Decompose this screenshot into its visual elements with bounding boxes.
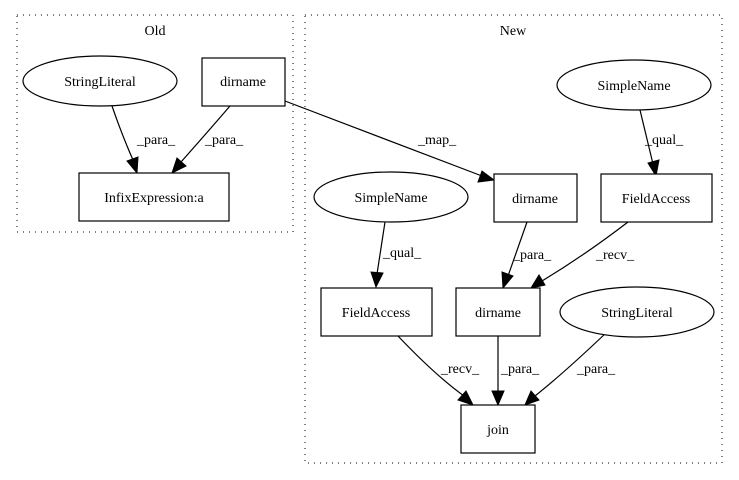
edge-label-old-sl-para: _para_ xyxy=(136,133,176,148)
box-shape xyxy=(460,404,536,454)
node-new-dirname-mid: dirname xyxy=(455,287,541,337)
edge-label-old-dirname-para: _para_ xyxy=(204,133,244,148)
node-label: dirname xyxy=(512,192,558,207)
box-shape xyxy=(600,173,713,223)
ellipse-shape xyxy=(559,286,715,338)
edge-label-qual-left: _qual_ xyxy=(382,246,422,261)
edges: _para_ _para_ _map_ _qual_ _qual_ _para_… xyxy=(111,100,684,407)
edge-label-recv-right: _recv_ xyxy=(595,248,635,263)
edge-recv-left-arrow xyxy=(457,390,474,406)
node-new-string-literal: StringLiteral xyxy=(559,286,715,338)
node-label: InfixExpression:a xyxy=(104,191,204,206)
edge-label-dirname-para: _para_ xyxy=(512,248,552,263)
node-label: dirname xyxy=(220,75,266,90)
node-label: SimpleName xyxy=(597,79,670,94)
node-label: FieldAccess xyxy=(342,306,410,321)
edge-qual-left xyxy=(376,221,386,275)
ellipse-shape xyxy=(313,171,469,223)
node-label: join xyxy=(486,423,509,438)
ellipse-shape xyxy=(556,59,712,111)
node-new-simplename-top: SimpleName xyxy=(556,59,712,111)
cluster-old: Old xyxy=(16,14,294,233)
edge-old-dirname-to-infix-arrow xyxy=(171,157,187,174)
node-label: dirname xyxy=(475,306,521,321)
node-new-simplename-left: SimpleName xyxy=(313,171,469,223)
edge-old-sl-to-infix xyxy=(111,105,134,161)
edge-label-qual-right: _qual_ xyxy=(644,133,684,148)
box-shape xyxy=(320,287,433,337)
box-shape xyxy=(493,173,578,223)
cluster-new-label: New xyxy=(500,24,527,39)
edge-label-dirname-to-join: _para_ xyxy=(500,362,540,377)
box-shape xyxy=(455,287,541,337)
node-old-string-literal: StringLiteral xyxy=(22,55,178,107)
cluster-new-border xyxy=(304,14,723,464)
edge-dirname-para xyxy=(507,221,528,277)
node-new-fieldaccess-right: FieldAccess xyxy=(600,173,713,223)
ellipse-shape xyxy=(22,55,178,107)
edge-sl-to-join xyxy=(534,331,608,397)
edge-qual-left-arrow xyxy=(370,271,384,289)
node-new-dirname-top: dirname xyxy=(493,173,578,223)
edge-qual-right-arrow xyxy=(647,159,660,178)
cluster-new: New xyxy=(304,14,723,464)
node-label: SimpleName xyxy=(354,191,427,206)
edge-label-recv-left: _recv_ xyxy=(440,362,480,377)
node-old-infix-expression: InfixExpression:a xyxy=(78,172,230,222)
node-old-dirname: dirname xyxy=(201,57,286,107)
node-label: StringLiteral xyxy=(601,306,673,321)
box-shape xyxy=(78,172,230,222)
edge-recv-right xyxy=(541,221,629,282)
node-label: StringLiteral xyxy=(64,75,136,90)
edge-sl-to-join-arrow xyxy=(524,390,540,406)
edge-qual-right xyxy=(639,109,654,165)
edge-map-arrow xyxy=(477,170,496,183)
edge-old-dirname-to-infix xyxy=(180,105,231,163)
cluster-old-label: Old xyxy=(145,24,166,39)
edge-dirname-to-join-arrow xyxy=(491,390,505,407)
edge-map xyxy=(284,100,483,177)
node-label: FieldAccess xyxy=(622,192,690,207)
node-new-join: join xyxy=(460,404,536,454)
node-new-fieldaccess-left: FieldAccess xyxy=(320,287,433,337)
edge-label-sl-to-join: _para_ xyxy=(576,362,616,377)
edge-old-sl-to-infix-arrow xyxy=(126,156,139,175)
box-shape xyxy=(201,57,286,107)
edge-label-map: _map_ xyxy=(417,133,457,148)
edge-dirname-para-arrow xyxy=(501,271,514,290)
edge-recv-left xyxy=(397,335,465,397)
edge-recv-right-arrow xyxy=(529,274,546,289)
cluster-old-border xyxy=(16,14,294,233)
